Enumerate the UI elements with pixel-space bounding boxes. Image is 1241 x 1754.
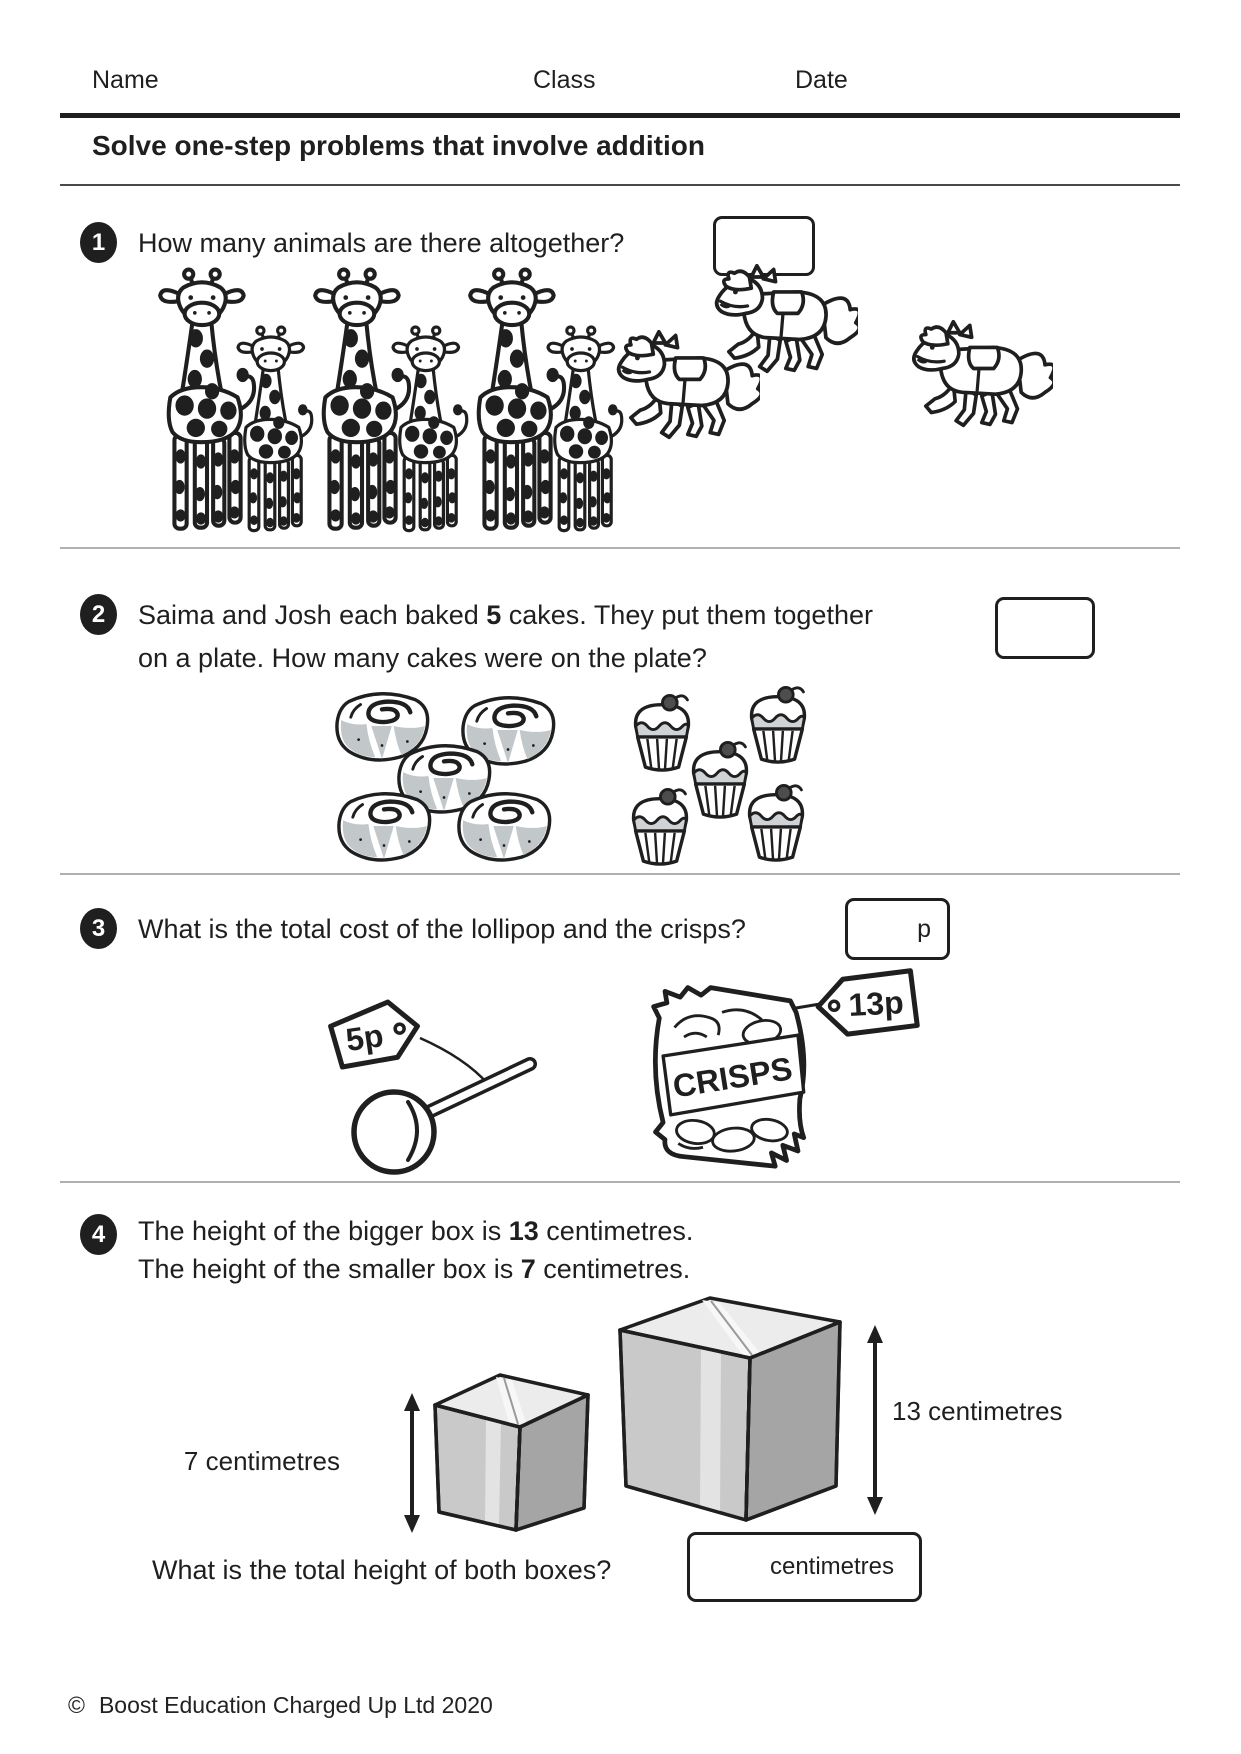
question-3-text: What is the total cost of the lollipop a… [138, 914, 746, 944]
horse-icon [610, 329, 760, 441]
question-1-number: 1 [80, 222, 117, 263]
section-divider [60, 547, 1180, 549]
lollipop-icon [351, 1057, 537, 1175]
question-2-number: 2 [80, 594, 117, 635]
small-box-height-label: 7 centimetres [183, 1446, 340, 1476]
footer-copyright: ©Boost Education Charged Up Ltd 2020 [68, 1692, 493, 1718]
date-label: Date [795, 66, 848, 94]
question-3-answer-unit: p [917, 914, 931, 943]
question-2-text: Saima and Josh each baked 5 cakes. They … [138, 594, 978, 680]
title-underline [60, 184, 1180, 186]
cupcake-icon [620, 787, 700, 867]
section-divider [60, 873, 1180, 875]
swirl-cake-icon [452, 785, 557, 863]
question-3-number: 3 [80, 908, 117, 949]
question-4-line1: The height of the bigger box is 13 centi… [138, 1216, 694, 1246]
class-label: Class [533, 66, 596, 94]
page-title: Solve one-step problems that involve add… [92, 130, 705, 161]
question-4-answer-unit: centimetres [769, 1553, 895, 1580]
question-4-artwork [404, 1296, 883, 1533]
big-box-height-arrow [867, 1325, 883, 1515]
lollipop-price-label: 5p [344, 1017, 386, 1058]
header: Name Class Date [60, 58, 1180, 118]
big-box-height-label: 13 centimetres [892, 1396, 1063, 1426]
section-divider [60, 1181, 1180, 1183]
cupcake-icon [736, 783, 816, 863]
question-4-text: The height of the bigger box is 13 centi… [138, 1212, 693, 1288]
copyright-icon: © [68, 1692, 85, 1718]
tag-string [795, 1002, 821, 1010]
small-box-height-arrow [404, 1393, 420, 1533]
price-tag-13p-icon: 13p [815, 968, 920, 1037]
question-2-artwork [330, 685, 930, 870]
name-label: Name [92, 66, 159, 94]
question-2-line2: on a plate. How many cakes were on the p… [138, 643, 707, 673]
tag-string [419, 1036, 489, 1085]
question-1-answer-box[interactable] [713, 216, 815, 276]
question-4-number: 4 [80, 1214, 117, 1255]
question-1-artwork [150, 255, 1070, 550]
question-4-question: What is the total height of both boxes? [152, 1555, 612, 1585]
horse-icon [905, 319, 1053, 429]
question-4-line2: The height of the smaller box is 7 centi… [138, 1254, 691, 1284]
small-box-icon [433, 1373, 590, 1532]
big-box-icon [618, 1296, 842, 1522]
crisps-bag-icon: CRISPS [651, 985, 807, 1169]
question-3-answer-box[interactable]: p [845, 898, 950, 960]
crisps-price-label: 13p [848, 984, 905, 1023]
question-3-artwork: 5p CRISPS [328, 968, 920, 1175]
question-2-answer-box[interactable] [995, 597, 1095, 659]
price-tag-5p-icon: 5p [328, 999, 420, 1070]
question-2-line1: Saima and Josh each baked 5 cakes. They … [138, 600, 873, 630]
question-4-answer-box[interactable]: centimetres [687, 1532, 922, 1602]
question-1-text: How many animals are there altogether? [138, 228, 625, 258]
swirl-cake-icon [332, 785, 437, 863]
